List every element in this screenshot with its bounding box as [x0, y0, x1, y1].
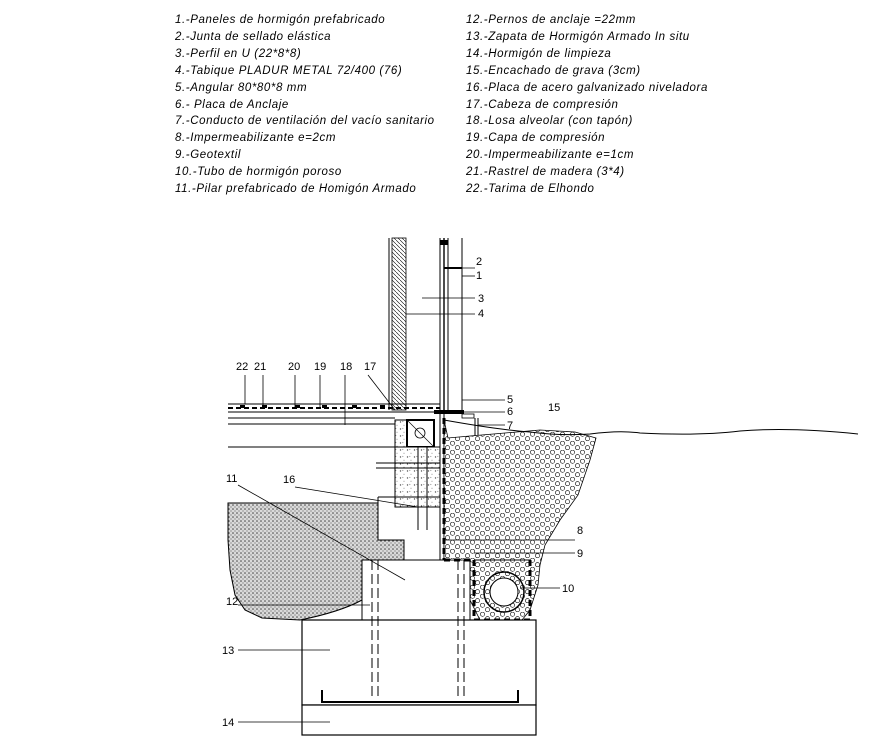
legend-item: 20.-Impermeabilizante e=1cm: [466, 149, 635, 162]
legend-item: 15.-Encachado de grava (3cm): [466, 64, 641, 77]
legend-item: 21.-Rastrel de madera (3*4): [466, 166, 625, 179]
callout-7: 7: [507, 420, 513, 432]
callout-16: 16: [283, 474, 295, 486]
legend-item: 16.-Placa de acero galvanizado nivelador…: [466, 81, 708, 94]
legend-item: 22.-Tarima de Elhondo: [466, 183, 595, 196]
legend-item: 14.-Hormigón de limpieza: [466, 47, 612, 60]
leader-lines: [237, 267, 575, 723]
legend-item: 17.-Cabeza de compresión: [466, 98, 619, 111]
legend-item: 12.-Pernos de anclaje =22mm: [466, 14, 636, 26]
callout-1: 1: [476, 270, 482, 282]
legend-item: 13.-Zapata de Hormigón Armado In situ: [466, 30, 690, 43]
callout-13: 13: [222, 645, 234, 657]
floor-layers: [228, 403, 440, 448]
waterproofing: [442, 418, 532, 622]
legend-item: 9.-Geotextil: [175, 149, 242, 162]
terrain-line: [443, 419, 859, 436]
footing: [301, 560, 537, 736]
callout-17: 17: [364, 361, 376, 373]
callout-6: 6: [507, 406, 513, 418]
legend-item: 4.-Tabique PLADUR METAL 72/400 (76): [175, 64, 403, 77]
callout-14: 14: [222, 717, 234, 729]
callout-11: 11: [226, 473, 237, 485]
legend-item: 1.-Paneles de hormigón prefabricado: [175, 14, 386, 26]
legend-item: 11.-Pilar prefabricado de Homigón Armado: [175, 183, 417, 196]
callout-2: 2: [476, 256, 482, 268]
legend-left: 1.-Paneles de hormigón prefabricado 2.-Ju…: [175, 12, 435, 198]
legend-item: 18.-Losa alveolar (con tapón): [466, 115, 633, 128]
callout-15: 15: [548, 402, 560, 414]
callout-18: 18: [340, 361, 352, 373]
callout-3: 3: [478, 293, 484, 305]
legend-item: 2.-Junta de sellado elástica: [175, 30, 332, 43]
callout-10: 10: [562, 583, 574, 595]
legend-item: 6.- Placa de Anclaje: [175, 98, 289, 111]
callout-12: 12: [226, 596, 238, 608]
soil-left: [227, 502, 405, 621]
callout-20: 20: [288, 361, 300, 373]
callout-21: 21: [254, 361, 266, 373]
callout-5: 5: [507, 394, 513, 406]
legend-right: 12.-Pernos de anclaje =22mm 13.-Zapata de…: [466, 12, 708, 198]
wall-panel: [388, 237, 463, 411]
legend-item: 3.-Perfil en U (22*8*8): [175, 47, 302, 60]
callout-8: 8: [577, 525, 583, 537]
gravel-fill: [443, 419, 597, 621]
porous-pipe: [483, 571, 525, 613]
legend-item: 8.-Impermeabilizante e=2cm: [175, 132, 337, 145]
callout-22: 22: [236, 361, 248, 373]
legend-item: 5.-Angular 80*80*8 mm: [175, 81, 308, 94]
legend-item: 10.-Tubo de hormigón poroso: [175, 166, 342, 179]
callout-4: 4: [478, 308, 484, 320]
callout-9: 9: [577, 548, 583, 560]
callout-19: 19: [314, 361, 326, 373]
legend-item: 19.-Capa de compresión: [466, 132, 606, 145]
legend-item: 7.-Conducto de ventilación del vacío san…: [175, 115, 435, 128]
